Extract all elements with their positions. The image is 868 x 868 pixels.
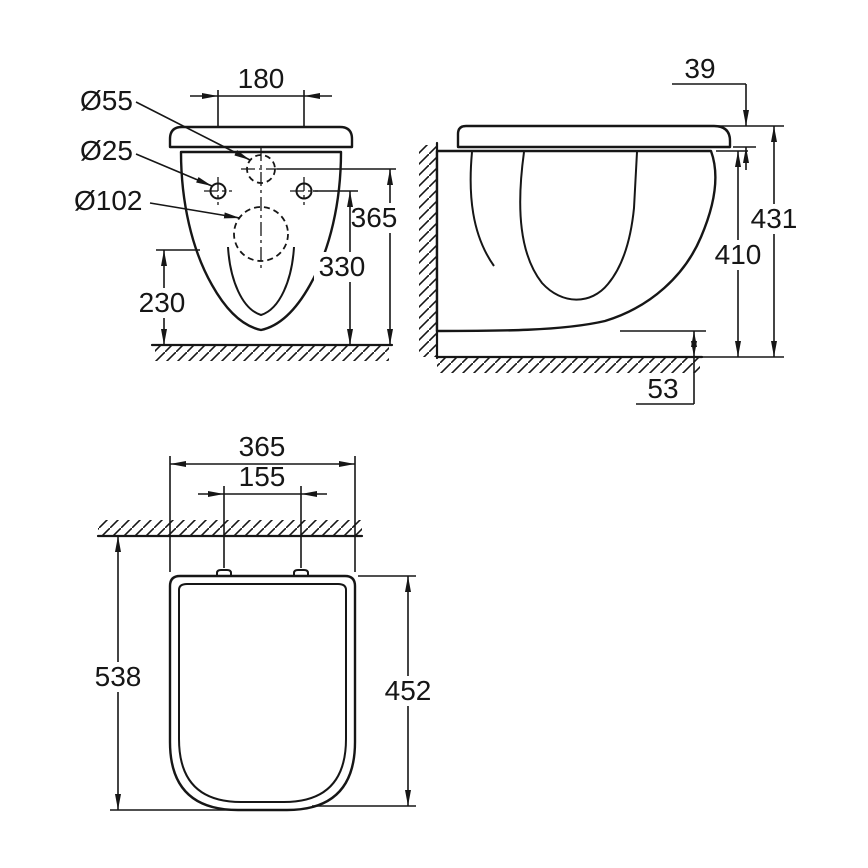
dim-diameter-25: Ø25 (80, 135, 133, 166)
seat-plan-inner (178, 583, 347, 803)
dim-diameter-55: Ø55 (80, 85, 133, 116)
plan-view: 365 155 538 452 (90, 431, 436, 812)
dim-538-lines (90, 536, 236, 811)
wall-hatch-plan (98, 520, 362, 536)
dim-seat-452: 452 (385, 675, 432, 706)
bowl-side-cavity (519, 151, 638, 301)
hinge-left (216, 569, 232, 576)
bowl-front-shroud (227, 246, 295, 317)
wall-hatch (419, 145, 437, 357)
dim-plan-155-lines (198, 486, 327, 568)
dim-width-180: 180 (238, 63, 285, 94)
dim-452-lines (312, 575, 436, 807)
front-view: Ø55 Ø25 Ø102 180 365 330 230 (74, 63, 402, 361)
dim-height-330: 330 (319, 251, 366, 282)
dim-410-lines (710, 150, 766, 357)
dim-53-lines (620, 330, 706, 405)
dim-180-lines (190, 90, 332, 127)
dim-height-431: 431 (751, 203, 798, 234)
floor-hatch-side (437, 358, 700, 373)
dim-height-230: 230 (139, 287, 186, 318)
dim-230-lines (134, 249, 200, 345)
bowl-side-outline (435, 149, 717, 333)
dim-height-365: 365 (351, 202, 398, 233)
leader-lines (135, 101, 251, 219)
floor-hatch (155, 346, 389, 361)
dim-depth-538: 538 (95, 661, 142, 692)
dim-thickness-39: 39 (684, 53, 715, 84)
dim-gap-53: 53 (647, 373, 678, 404)
outlet-hole-102 (233, 206, 289, 262)
dim-431-lines (702, 126, 802, 358)
dim-height-410: 410 (715, 239, 762, 270)
dim-plan-width-365: 365 (239, 431, 286, 462)
dim-diameter-102: Ø102 (74, 185, 143, 216)
dim-365-lines (277, 168, 402, 345)
dim-plan-365-lines (169, 456, 356, 572)
dim-330-lines (313, 190, 370, 345)
bowl-side-flush-channel (469, 151, 495, 267)
side-view: 39 431 410 53 (419, 53, 802, 405)
seat-lid-front (168, 125, 354, 149)
hinge-right (293, 569, 309, 576)
seat-plan-outer (168, 574, 357, 812)
seat-lid-side (456, 124, 732, 149)
dim-hinge-155: 155 (239, 461, 286, 492)
